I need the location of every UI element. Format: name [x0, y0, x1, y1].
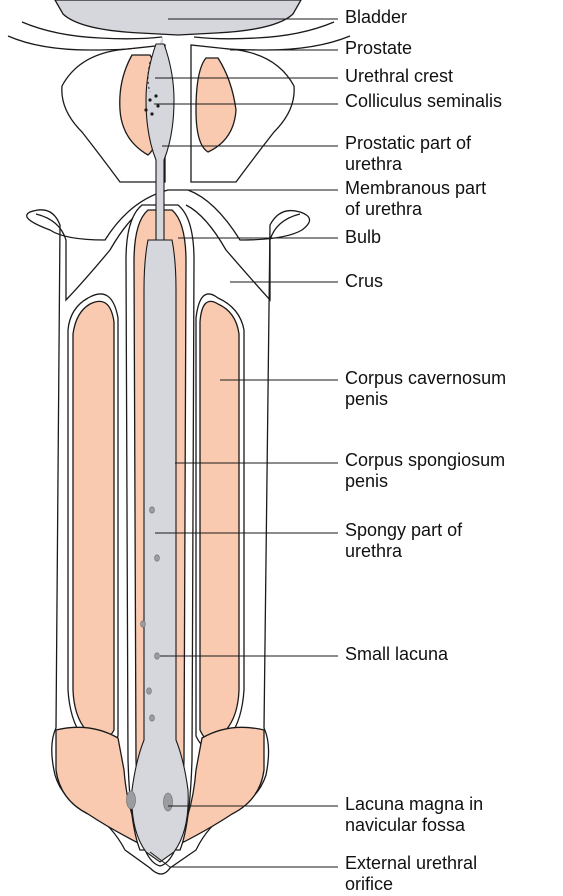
label-text: Corpus cavernosum — [345, 368, 506, 389]
corpus-cavernosum-left-tissue — [73, 301, 114, 741]
label-text: orifice — [345, 874, 477, 895]
label-text: Small lacuna — [345, 644, 448, 665]
label-text: Crus — [345, 271, 383, 292]
prostate — [62, 45, 294, 182]
label-text: Spongy part of — [345, 520, 462, 541]
label-text: urethra — [345, 154, 471, 175]
label-text: Bladder — [345, 7, 407, 28]
label-prostate: Prostate — [345, 38, 412, 59]
label-text: Membranous part — [345, 178, 486, 199]
label-corpus-cavernosum: Corpus cavernosum penis — [345, 368, 506, 410]
label-membranous-part: Membranous part of urethra — [345, 178, 486, 220]
corpus-cavernosum-right-tissue — [200, 301, 239, 741]
label-text: penis — [345, 471, 505, 492]
label-text: External urethral — [345, 853, 477, 874]
label-text: Prostate — [345, 38, 412, 59]
label-crus: Crus — [345, 271, 383, 292]
label-bulb: Bulb — [345, 227, 381, 248]
label-text: Urethral crest — [345, 66, 453, 87]
label-text: Bulb — [345, 227, 381, 248]
label-text: Colliculus seminalis — [345, 91, 502, 112]
label-urethral-crest: Urethral crest — [345, 66, 453, 87]
label-text: navicular fossa — [345, 815, 483, 836]
label-bladder: Bladder — [345, 7, 407, 28]
label-text: Corpus spongiosum — [345, 450, 505, 471]
label-corpus-spongiosum: Corpus spongiosum penis — [345, 450, 505, 492]
label-small-lacuna: Small lacuna — [345, 644, 448, 665]
bladder-wall — [55, 0, 301, 35]
label-spongy-part: Spongy part of urethra — [345, 520, 462, 562]
label-prostatic-part: Prostatic part of urethra — [345, 133, 471, 175]
label-text: of urethra — [345, 199, 486, 220]
label-external-urethral-orifice: External urethral orifice — [345, 853, 477, 895]
label-text: Prostatic part of — [345, 133, 471, 154]
label-text: Lacuna magna in — [345, 794, 483, 815]
label-text: urethra — [345, 541, 462, 562]
label-colliculus-seminalis: Colliculus seminalis — [345, 91, 502, 112]
label-text: penis — [345, 389, 506, 410]
label-lacuna-magna: Lacuna magna in navicular fossa — [345, 794, 483, 836]
